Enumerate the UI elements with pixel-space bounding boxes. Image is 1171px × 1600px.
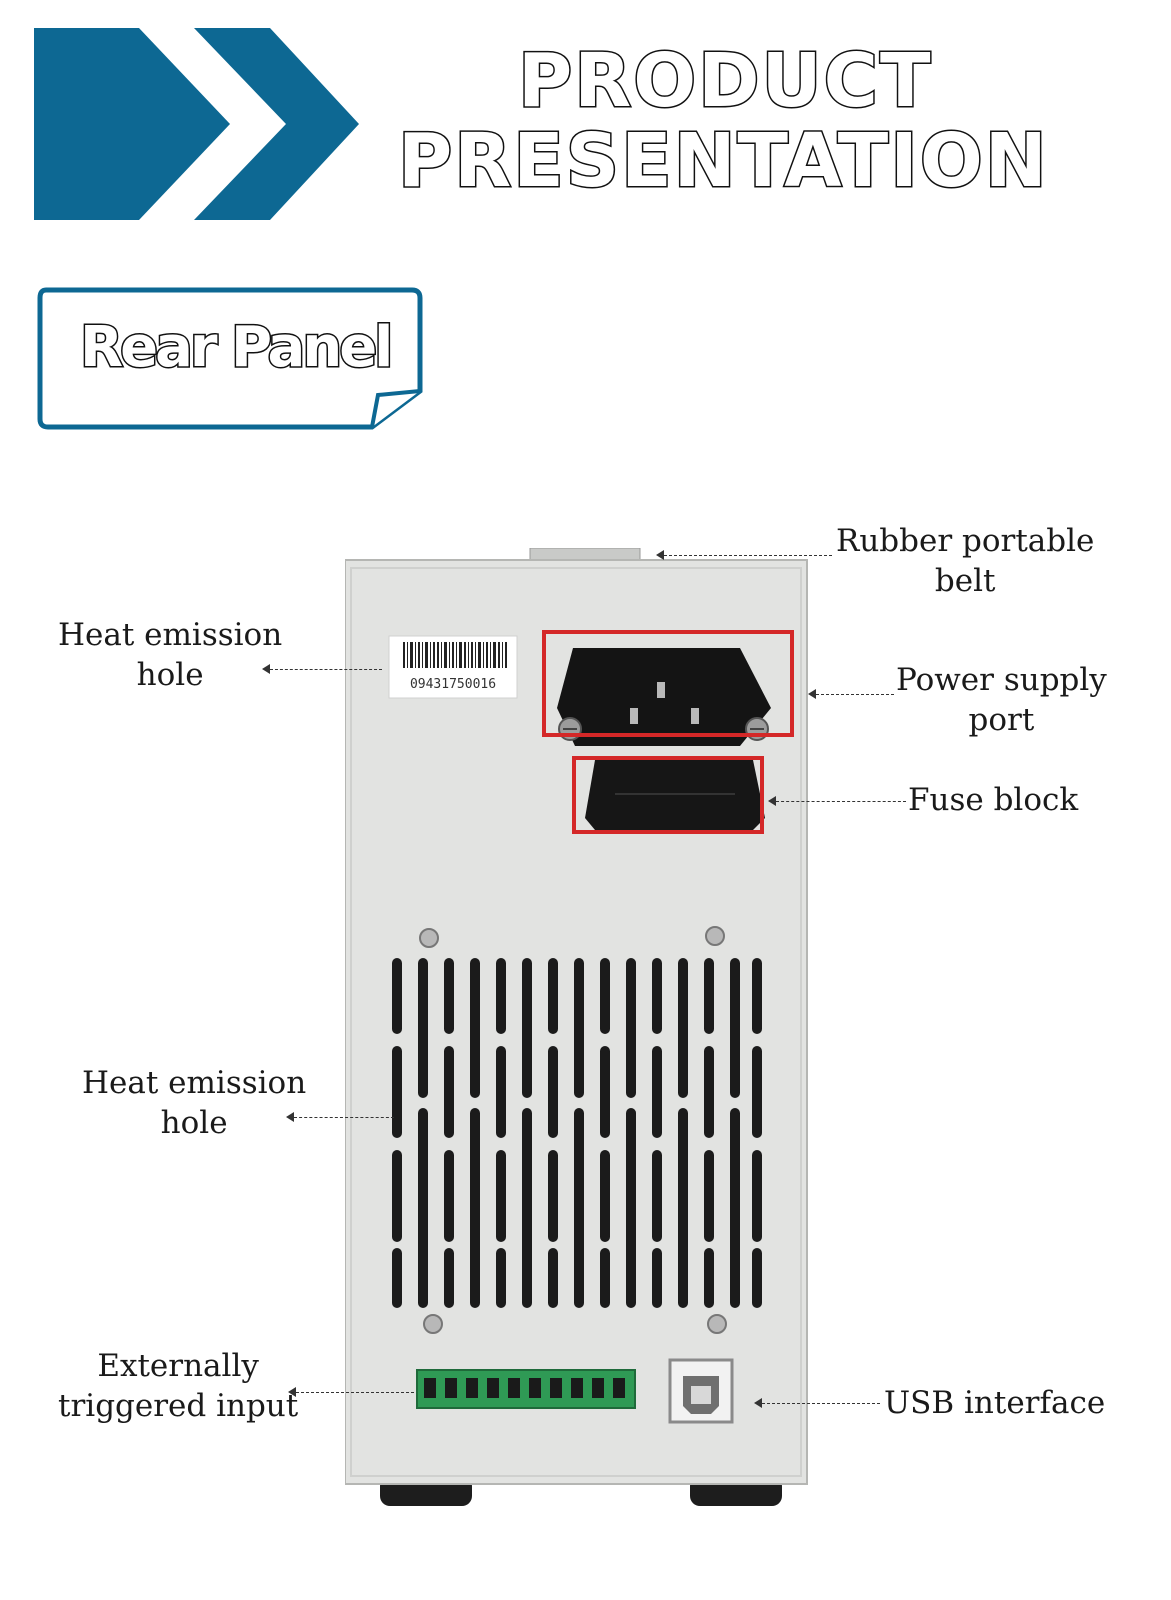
heat-hole-top-text-2: hole [136,657,204,693]
fuse-block-callout: Fuse block [908,780,1078,820]
usb-callout: USB interface [884,1383,1105,1423]
rubber-belt-callout: Rubber portable belt [836,521,1094,601]
external-trigger-callout: Externally triggered input [58,1346,298,1426]
fuse-block-leader [768,796,906,806]
fuse-block-text-1: Fuse block [908,782,1079,818]
power-port-callout: Power supply port [896,660,1107,740]
heat-hole-top-leader [262,664,382,674]
usb-text-1: USB interface [884,1385,1106,1421]
external-trigger-text-1: Externally [97,1348,259,1384]
power-port-leader [808,689,894,699]
rubber-belt-text-2: belt [934,563,996,599]
section-tag-label: Rear Panel [78,314,394,382]
heat-hole-mid-callout: Heat emission hole [82,1063,306,1143]
external-trigger-leader [288,1387,414,1397]
rubber-belt-leader [656,550,832,560]
power-port-text-2: port [968,702,1035,738]
usb-leader [754,1398,880,1408]
heat-hole-mid-leader [286,1112,394,1122]
title-line-1: PRODUCT [516,37,933,126]
heat-hole-top-text-1: Heat emission [58,617,283,653]
double-chevron-logo [34,28,359,220]
heat-hole-top-callout: Heat emission hole [58,615,282,695]
barcode-number: 09431750016 [410,677,496,692]
external-trigger-text-2: triggered input [58,1388,299,1424]
rear-panel-device: 09431750016 [345,548,808,1506]
title-line-2: PRESENTATION [397,117,1049,206]
heat-hole-mid-text-1: Heat emission [82,1065,307,1101]
rubber-belt-text-1: Rubber portable [836,523,1095,559]
section-tag-frame [37,287,423,430]
heat-hole-mid-text-2: hole [160,1105,228,1141]
power-port-text-1: Power supply [896,662,1107,698]
